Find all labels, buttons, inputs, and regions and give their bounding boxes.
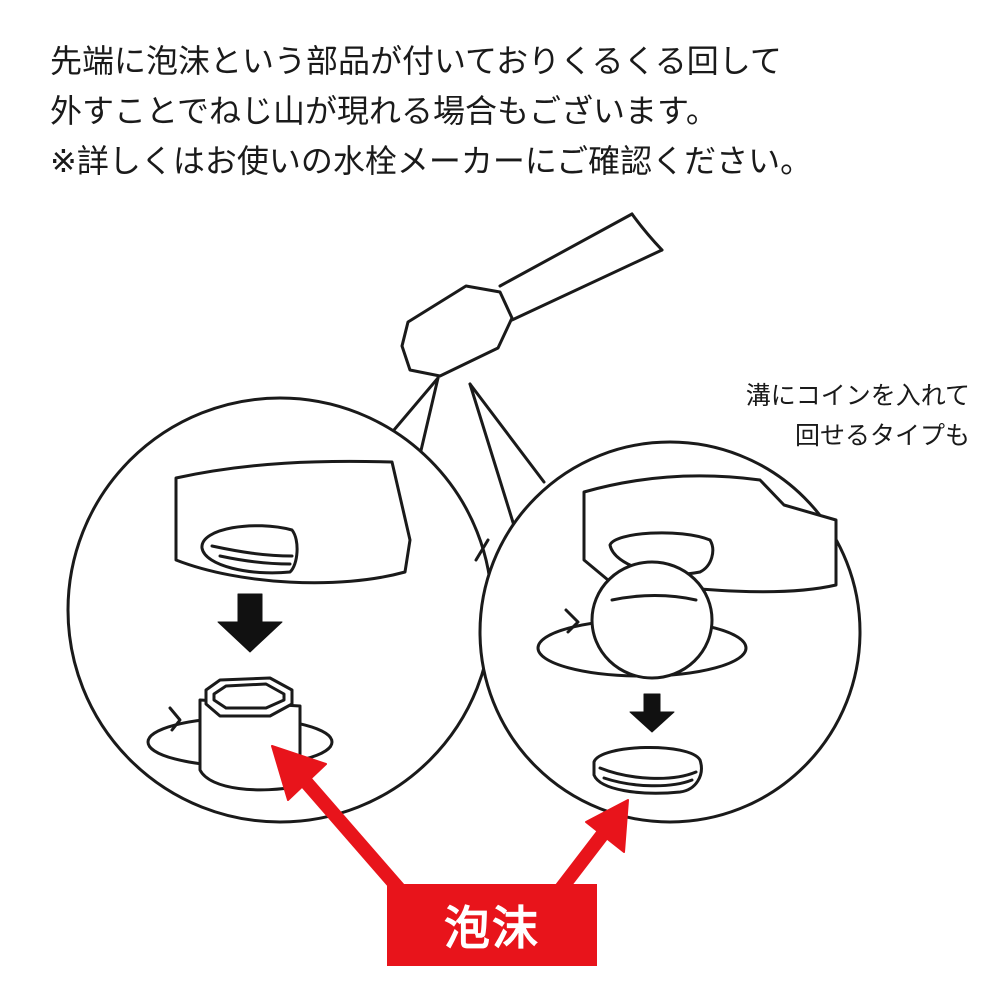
aerator-label: 泡沫	[387, 884, 597, 966]
intro-line-2: 外すことでねじ山が現れる場合もございます。	[50, 92, 718, 130]
intro-text: 先端に泡沫という部品が付いておりくるくる回して 外すことでねじ山が現れる場合もご…	[50, 36, 950, 186]
down-arrow-right	[629, 693, 675, 733]
coin-note-line-2: 回せるタイプも	[794, 421, 970, 450]
faucet-spout	[400, 212, 664, 378]
aerator-label-text: 泡沫	[444, 901, 540, 955]
red-arrowhead-right	[585, 799, 629, 853]
red-pointer-arrows	[271, 745, 629, 897]
aerator-slot-left	[200, 524, 299, 575]
intro-line-3: ※詳しくはお使いの水栓メーカーにご確認ください。	[50, 142, 813, 180]
down-arrow-left	[217, 593, 283, 653]
red-arrowhead-left	[271, 745, 327, 801]
right-magnified-view	[478, 440, 862, 824]
left-magnified-view	[66, 396, 494, 824]
intro-line-1: 先端に泡沫という部品が付いておりくるくる回して	[50, 42, 782, 80]
aerator-right	[590, 560, 714, 680]
coin-note-line-1: 溝にコインを入れて	[745, 381, 970, 410]
coin-slot-note: 溝にコインを入れて 回せるタイプも	[746, 376, 970, 456]
